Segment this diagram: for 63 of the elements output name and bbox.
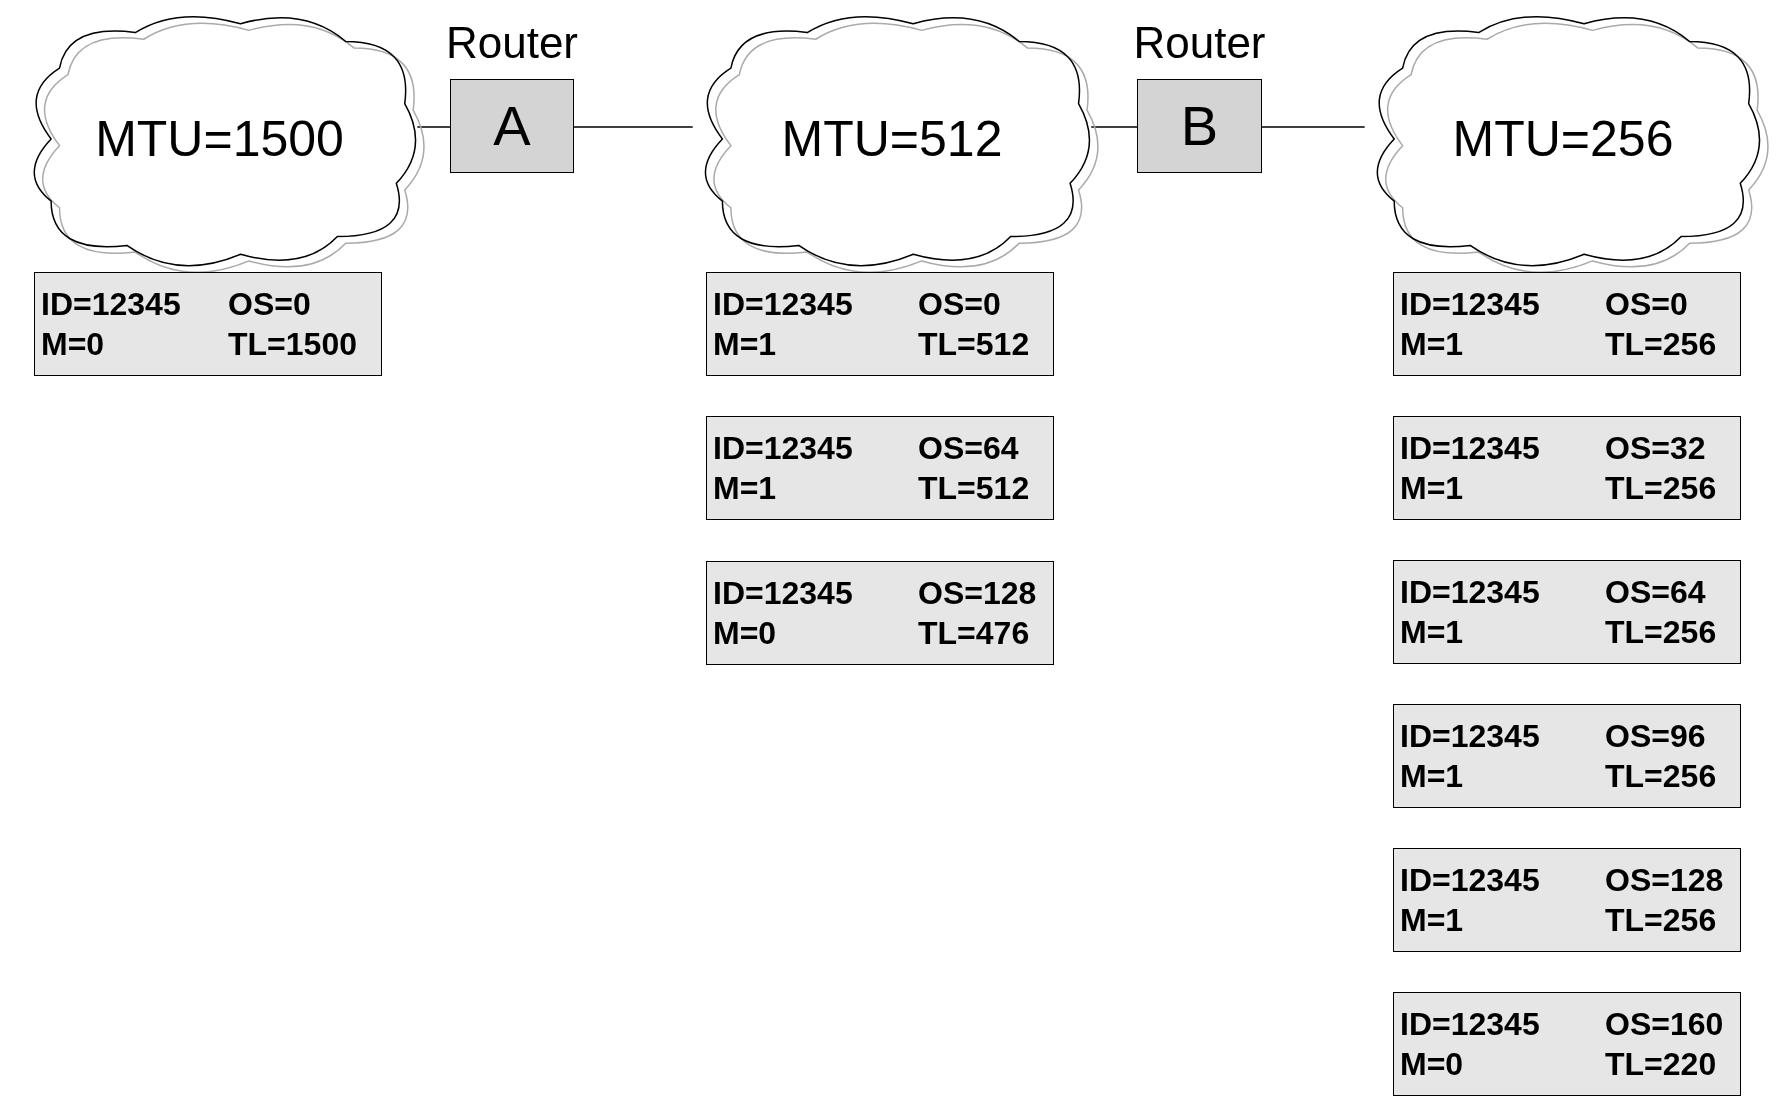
packet-header-box: [1393, 704, 1741, 808]
header-field: ID=12345: [713, 428, 918, 467]
header-field: OS=64: [918, 428, 1053, 467]
link-line: [416, 126, 451, 128]
packet-header-box: [1393, 416, 1741, 520]
header-field: M=1: [1400, 469, 1605, 508]
header-field: ID=12345: [1400, 716, 1605, 755]
header-field: M=0: [1400, 1045, 1605, 1084]
header-field: TL=256: [1605, 469, 1740, 508]
header-field: TL=256: [1605, 901, 1740, 940]
header-field: ID=12345: [1400, 860, 1605, 899]
network-label: MTU=256: [1452, 114, 1674, 164]
header-field: OS=64: [1605, 572, 1740, 611]
header-field: M=0: [41, 325, 228, 364]
packet-header-box: [706, 272, 1054, 376]
header-field: M=1: [1400, 757, 1605, 796]
link-line: [1261, 126, 1366, 128]
header-field: ID=12345: [41, 284, 228, 323]
header-field: ID=12345: [713, 573, 918, 612]
header-field: OS=0: [1605, 284, 1740, 323]
header-field: M=1: [1400, 901, 1605, 940]
header-field: TL=512: [918, 325, 1053, 364]
header-field: M=1: [1400, 613, 1605, 652]
header-field: OS=128: [1605, 860, 1740, 899]
header-field: M=1: [713, 469, 918, 508]
header-field: M=0: [713, 614, 918, 653]
header-field: OS=96: [1605, 716, 1740, 755]
header-field: ID=12345: [1400, 572, 1605, 611]
router-letter: A: [493, 98, 531, 154]
header-field: ID=12345: [1400, 1004, 1605, 1043]
packet-header-box: [706, 416, 1054, 520]
header-field: M=1: [713, 325, 918, 364]
header-field: TL=256: [1605, 757, 1740, 796]
header-field: M=1: [1400, 325, 1605, 364]
link-line: [573, 126, 694, 128]
header-field: TL=220: [1605, 1045, 1740, 1084]
header-field: ID=12345: [713, 284, 918, 323]
header-field: TL=1500: [228, 325, 381, 364]
header-field: TL=512: [918, 469, 1053, 508]
packet-header-box: [34, 272, 382, 376]
header-field: TL=476: [918, 614, 1053, 653]
packet-header-box: [1393, 848, 1741, 952]
packet-header-box: [1393, 272, 1741, 376]
router-letter: B: [1180, 98, 1219, 154]
header-field: ID=12345: [1400, 428, 1605, 467]
header-field: TL=256: [1605, 325, 1740, 364]
router-box: [450, 79, 574, 173]
header-field: OS=0: [918, 284, 1053, 323]
packet-header-box: [1393, 560, 1741, 664]
packet-header-box: [1393, 992, 1741, 1096]
network-label: MTU=1500: [95, 114, 344, 164]
link-line: [1090, 126, 1138, 128]
packet-header-box: [706, 561, 1054, 665]
router-box: [1137, 79, 1262, 173]
header-field: OS=128: [918, 573, 1053, 612]
header-field: OS=0: [228, 284, 381, 323]
header-field: OS=160: [1605, 1004, 1740, 1043]
header-field: OS=32: [1605, 428, 1740, 467]
router-caption: Router: [444, 21, 580, 65]
header-field: ID=12345: [1400, 284, 1605, 323]
router-caption: Router: [1132, 21, 1267, 65]
network-label: MTU=512: [781, 114, 1003, 164]
header-field: TL=256: [1605, 613, 1740, 652]
